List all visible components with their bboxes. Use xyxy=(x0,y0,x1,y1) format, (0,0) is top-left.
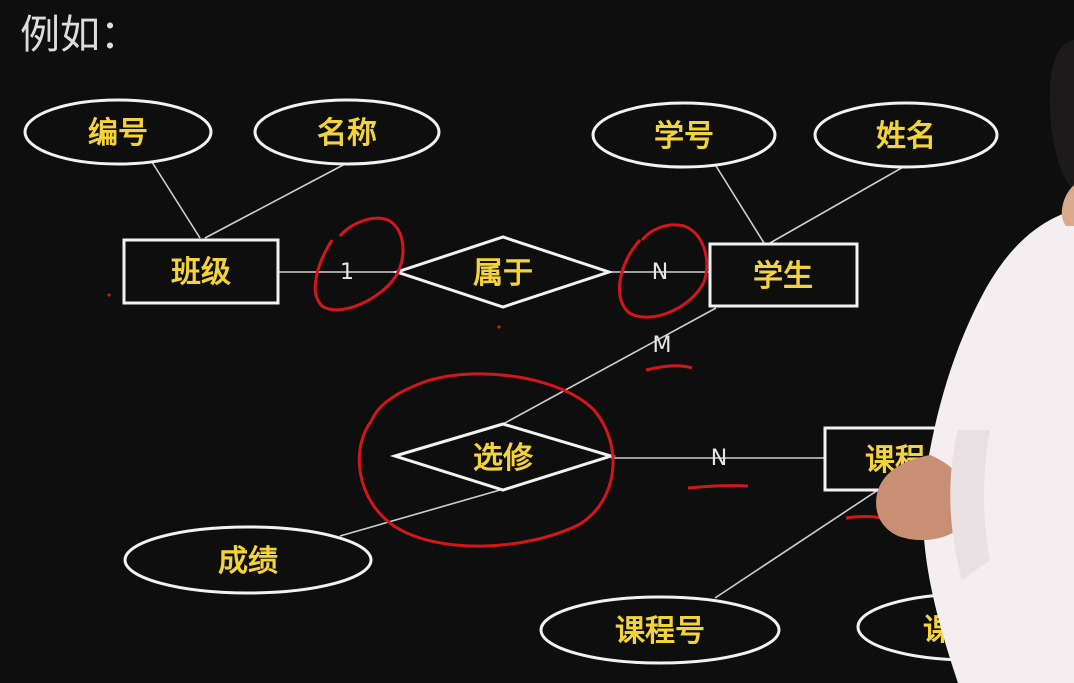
annotation-underline-n xyxy=(687,484,749,490)
annotation-dot-left xyxy=(106,292,112,298)
attribute-course-id-label: 课程号 xyxy=(615,614,705,649)
cardinality-student-elective: M xyxy=(653,333,672,358)
line-class-name xyxy=(204,163,346,239)
cardinality-student-belongs: N xyxy=(652,260,668,285)
presenter-figure xyxy=(876,40,1074,683)
line-course-id xyxy=(714,489,879,599)
line-student-elective xyxy=(502,307,717,425)
line-elective-grade xyxy=(339,489,501,537)
entity-class: 班级 xyxy=(122,238,280,305)
annotation-dot-center xyxy=(496,324,502,330)
entity-class-label: 班级 xyxy=(171,255,231,290)
entity-student: 学生 xyxy=(708,242,859,308)
annotation-underline-m xyxy=(645,364,693,372)
attribute-grade-label: 成绩 xyxy=(218,544,278,579)
line-class-id xyxy=(151,161,201,239)
attribute-course-id: 课程号 xyxy=(539,595,781,665)
entity-student-label: 学生 xyxy=(753,259,813,294)
attribute-student-name-label: 姓名 xyxy=(876,119,936,154)
relationship-belongs-to-label: 属于 xyxy=(473,256,533,291)
annotation-mark-course xyxy=(845,515,883,520)
attribute-student-id: 学号 xyxy=(591,101,777,169)
relationship-elective: 选修 xyxy=(389,422,617,492)
relationship-elective-label: 选修 xyxy=(473,441,534,476)
line-student-name xyxy=(769,165,906,244)
annotation-circle-elective xyxy=(357,372,615,548)
attribute-class-name-label: 名称 xyxy=(317,116,377,151)
attribute-student-name: 姓名 xyxy=(813,101,999,169)
cardinality-class-side: 1 xyxy=(340,260,354,285)
attribute-grade: 成绩 xyxy=(123,525,373,595)
heading: 例如： xyxy=(20,12,140,58)
attribute-class-name: 名称 xyxy=(253,98,441,166)
line-student-id xyxy=(715,165,765,244)
red-annotations xyxy=(106,216,883,548)
relationship-belongs-to: 属于 xyxy=(392,235,614,309)
cardinality-course-elective: N xyxy=(711,446,727,471)
attribute-class-id-label: 编号 xyxy=(88,116,148,151)
attribute-student-id-label: 学号 xyxy=(654,119,714,154)
attribute-class-id: 编号 xyxy=(23,98,213,166)
annotation-circle-n xyxy=(618,223,709,319)
annotation-circle-1 xyxy=(313,216,405,312)
connector-lines xyxy=(151,161,906,599)
